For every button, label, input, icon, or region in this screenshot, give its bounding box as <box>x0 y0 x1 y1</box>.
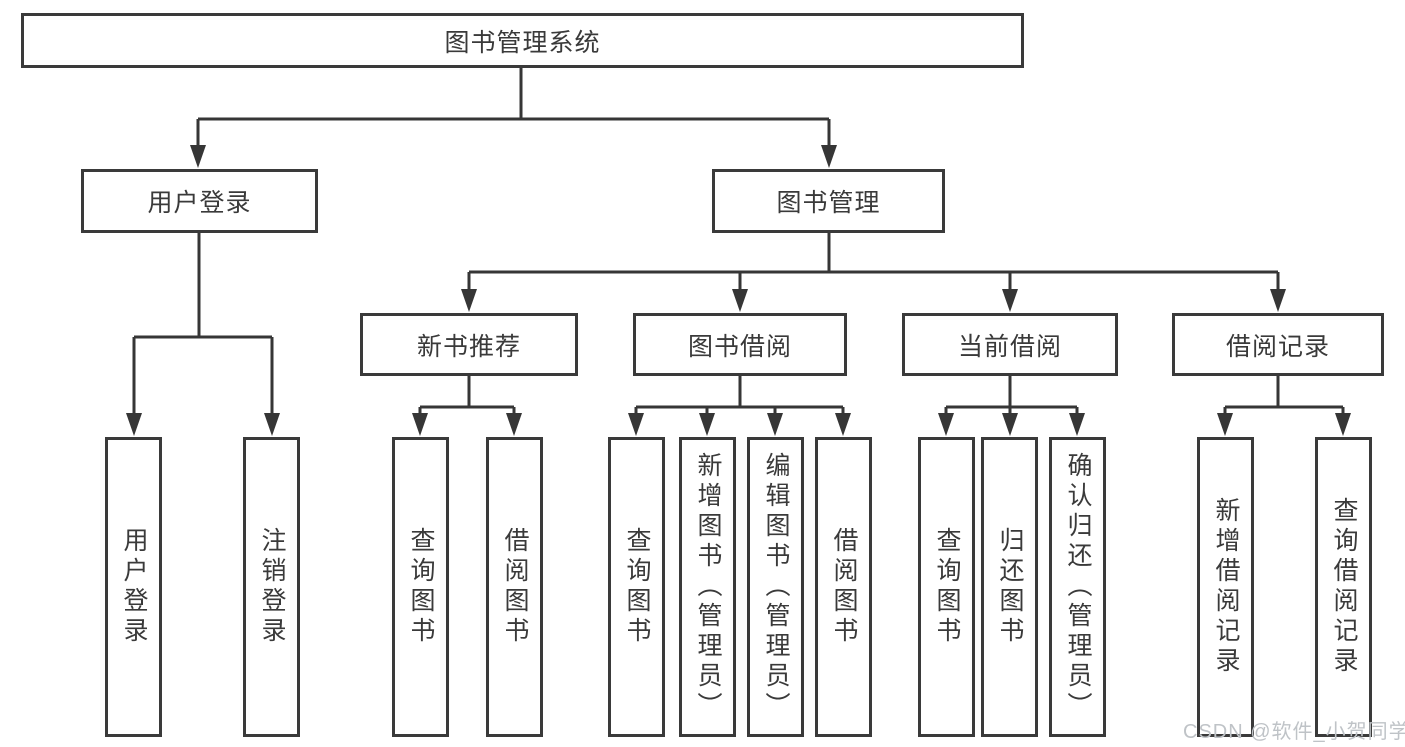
arrowheads <box>126 145 1351 436</box>
arrowhead-icon <box>1002 413 1018 436</box>
leaf-return-books: 归还图书 <box>981 437 1038 737</box>
leaf-query-borrow-record: 查询借阅记录 <box>1315 437 1372 737</box>
arrowhead-icon <box>126 413 142 436</box>
arrowhead-icon <box>506 413 522 436</box>
node-user-login: 用户登录 <box>81 169 318 233</box>
arrowhead-icon <box>264 413 280 436</box>
arrowhead-icon <box>628 413 644 436</box>
arrowhead-icon <box>1217 413 1233 436</box>
connector-lines <box>132 66 1345 418</box>
arrowhead-icon <box>1069 413 1085 436</box>
leaf-borrow-books-borrowing: 借阅图书 <box>815 437 872 737</box>
leaf-user-login: 用户登录 <box>105 437 162 737</box>
arrowhead-icon <box>1270 289 1286 312</box>
arrowhead-icon <box>1002 289 1018 312</box>
node-root: 图书管理系统 <box>21 13 1024 68</box>
leaf-query-books-recommend: 查询图书 <box>392 437 449 737</box>
arrowhead-icon <box>412 413 428 436</box>
leaf-add-borrow-record: 新增借阅记录 <box>1197 437 1254 737</box>
watermark: CSDN @软件_小贺同学 <box>1183 721 1405 743</box>
node-borrowing-records: 借阅记录 <box>1172 313 1384 376</box>
leaf-logout-login: 注销登录 <box>243 437 300 737</box>
arrowhead-icon <box>461 289 477 312</box>
node-new-book-recommend: 新书推荐 <box>360 313 578 376</box>
arrowhead-icon <box>835 413 851 436</box>
leaf-query-books-borrowing: 查询图书 <box>608 437 665 737</box>
leaf-edit-books-admin: 编辑图书（管理员） <box>747 437 804 737</box>
arrowhead-icon <box>732 289 748 312</box>
arrowhead-icon <box>1335 413 1351 436</box>
arrowhead-icon <box>821 145 837 168</box>
leaf-borrow-books-recommend: 借阅图书 <box>486 437 543 737</box>
node-current-borrowing: 当前借阅 <box>902 313 1118 376</box>
leaf-add-books-admin: 新增图书（管理员） <box>679 437 736 737</box>
node-book-borrowing: 图书借阅 <box>633 313 847 376</box>
arrowhead-icon <box>767 413 783 436</box>
node-book-management: 图书管理 <box>712 169 945 233</box>
arrowhead-icon <box>190 145 206 168</box>
arrowhead-icon <box>938 413 954 436</box>
leaf-confirm-return-admin: 确认归还（管理员） <box>1049 437 1106 737</box>
arrowhead-icon <box>699 413 715 436</box>
leaf-query-books-current: 查询图书 <box>918 437 975 737</box>
